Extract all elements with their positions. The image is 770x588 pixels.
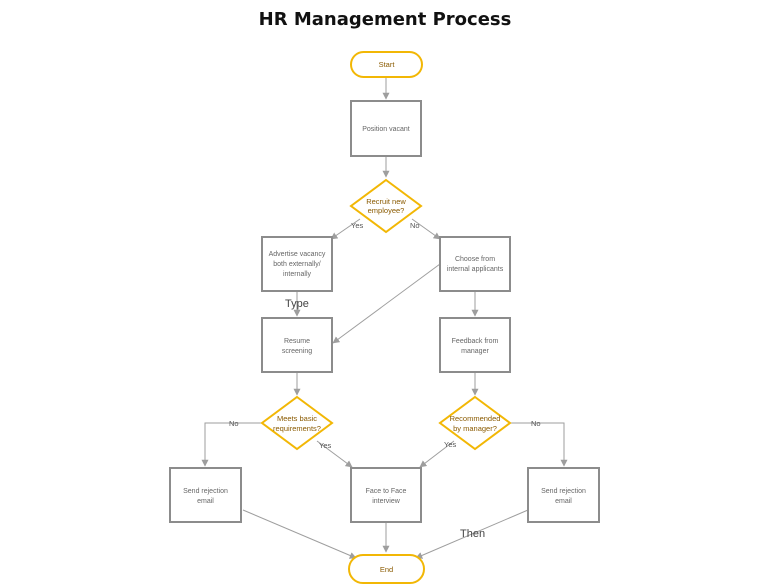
- start-terminal[interactable]: Start: [350, 51, 423, 78]
- send-rejection-email-left-box[interactable]: Send rejection email: [169, 467, 242, 523]
- meets-basic-requirements-decision[interactable]: Meets basic requirements?: [260, 395, 334, 451]
- label-recommended-no: No: [531, 419, 541, 428]
- label-recruit-yes: Yes: [351, 221, 363, 230]
- edge-basic-no: [201, 422, 262, 467]
- recruit-new-employee-decision[interactable]: Recruit new employee?: [349, 178, 423, 234]
- resume-screening-label-line1: Resume: [284, 338, 310, 345]
- reject-left-label-line2: email: [197, 498, 214, 505]
- end-terminal[interactable]: End: [348, 554, 425, 584]
- reject-right-label-line1: Send rejection: [541, 488, 586, 495]
- recruit-new-label-line2: employee?: [368, 206, 405, 215]
- feedback-manager-label-line1: Feedback from: [452, 338, 499, 345]
- advertise-label-line2: both externally/: [273, 261, 321, 268]
- position-vacant-label: Position vacant: [362, 126, 410, 133]
- label-recruit-no: No: [410, 221, 420, 230]
- advertise-vacancy-box[interactable]: Advertise vacancy both externally/ inter…: [261, 236, 333, 292]
- feedback-manager-label-line2: manager: [461, 348, 489, 355]
- label-then: Then: [460, 528, 485, 540]
- choose-internal-box[interactable]: Choose from internal applicants: [439, 236, 511, 292]
- face-to-face-interview-box[interactable]: Face to Face interview: [350, 467, 422, 523]
- page-title: HR Management Process: [258, 9, 512, 30]
- advertise-label-line1: Advertise vacancy: [269, 251, 326, 258]
- reject-right-label-line2: email: [555, 498, 572, 505]
- meets-basic-label-line2: requirements?: [273, 424, 321, 433]
- edge-recommended-no: [510, 422, 568, 467]
- edge-decision-yes: [330, 218, 361, 240]
- send-rejection-email-right-box[interactable]: Send rejection email: [527, 467, 600, 523]
- edge-basic-yes: [316, 440, 353, 468]
- feedback-manager-box[interactable]: Feedback from manager: [439, 317, 511, 373]
- face-to-face-label-line1: Face to Face: [366, 488, 407, 495]
- edge-recommended-yes: [419, 440, 455, 468]
- advertise-label-line3: internally: [283, 271, 312, 278]
- choose-internal-label-line2: internal applicants: [447, 266, 504, 273]
- edge-reject-right-to-end: [415, 509, 529, 559]
- choose-internal-label-line1: Choose from: [455, 256, 495, 263]
- start-label: Start: [379, 60, 396, 69]
- label-basic-no: No: [229, 419, 239, 428]
- reject-left-label-line1: Send rejection: [183, 488, 228, 495]
- edge-reject-left-to-end: [242, 509, 357, 559]
- resume-screening-label-line2: screening: [282, 348, 312, 355]
- meets-basic-label-line1: Meets basic: [277, 414, 317, 423]
- edge-decision-no: [411, 218, 441, 240]
- recommended-by-manager-decision[interactable]: Recommended by manager?: [438, 395, 512, 451]
- recommended-label-line2: by manager?: [453, 424, 497, 433]
- label-recommended-yes: Yes: [444, 440, 456, 449]
- label-basic-yes: Yes: [319, 441, 331, 450]
- recruit-new-label-line1: Recruit new: [366, 197, 406, 206]
- end-label: End: [380, 565, 393, 574]
- edge-choose-to-resume: [332, 263, 441, 344]
- position-vacant-box[interactable]: Position vacant: [350, 100, 422, 157]
- label-type: Type: [285, 298, 309, 310]
- face-to-face-label-line2: interview: [372, 498, 401, 505]
- recommended-label-line1: Recommended: [450, 414, 501, 423]
- resume-screening-box[interactable]: Resume screening: [261, 317, 333, 373]
